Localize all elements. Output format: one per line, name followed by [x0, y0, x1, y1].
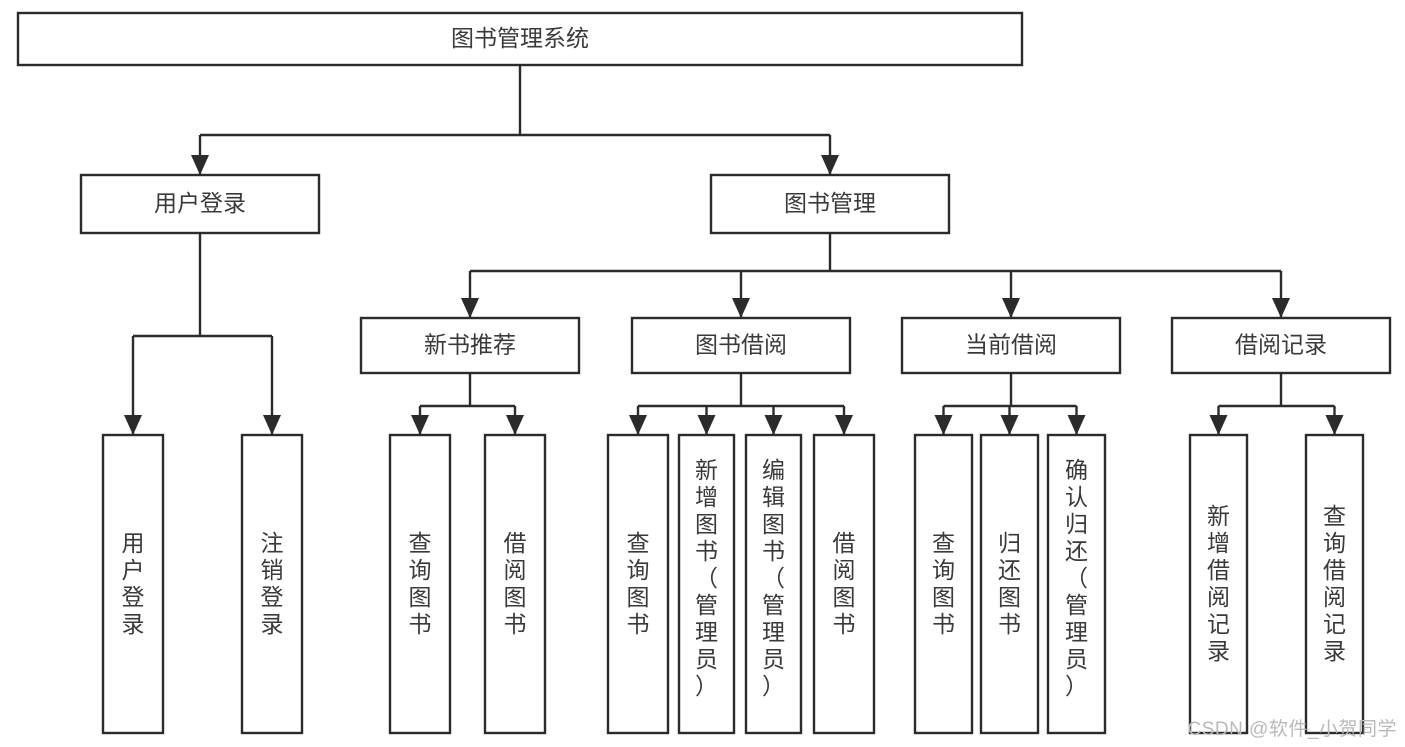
node-leaf-borrow-book-a[interactable]: 借阅图书	[483, 433, 547, 735]
node-box-leaf-query-book-a	[388, 433, 452, 735]
node-box-leaf-edit-book	[744, 433, 803, 735]
node-label-leaf-add-record: 新增借阅记录	[1207, 503, 1230, 664]
node-leaf-query-book-a[interactable]: 查询图书	[388, 433, 452, 735]
node-book-borrow[interactable]: 图书借阅	[630, 316, 852, 375]
node-box-leaf-add-book	[677, 433, 736, 735]
arrow-down-icon	[1000, 415, 1019, 435]
node-leaf-return-book[interactable]: 归还图书	[979, 433, 1040, 735]
node-leaf-add-book[interactable]: 新增图书（管理员）	[677, 433, 736, 735]
node-leaf-user-logout[interactable]: 注销登录	[240, 433, 304, 735]
arrow-down-icon	[191, 155, 209, 175]
arrow-down-icon	[1002, 298, 1020, 318]
arrow-down-icon	[124, 415, 142, 435]
arrow-down-icon	[835, 415, 853, 435]
node-label-leaf-query-record: 查询借阅记录	[1323, 503, 1346, 664]
node-label-leaf-user-logout: 注销登录	[261, 530, 284, 637]
arrow-down-icon	[263, 415, 281, 435]
node-box-current-borrow	[900, 316, 1122, 375]
connectors-layer	[124, 65, 1344, 435]
node-label-book-manage: 图书管理	[784, 190, 876, 216]
node-box-leaf-borrow-book-a	[483, 433, 547, 735]
arrow-down-icon	[461, 298, 479, 318]
node-box-leaf-confirm-return	[1046, 433, 1107, 735]
node-label-leaf-return-book: 归还图书	[998, 530, 1021, 637]
node-user-login[interactable]: 用户登录	[79, 173, 321, 235]
node-box-new-book-recommend	[359, 316, 581, 375]
node-label-leaf-borrow-book-b: 借阅图书	[833, 530, 856, 637]
node-book-manage[interactable]: 图书管理	[709, 173, 951, 235]
node-box-leaf-query-record	[1304, 433, 1365, 735]
arrow-down-icon	[1325, 415, 1344, 435]
arrow-down-icon	[1067, 415, 1086, 435]
node-label-user-login: 用户登录	[154, 190, 246, 216]
node-label-leaf-user-login: 用户登录	[122, 530, 145, 637]
node-label-root: 图书管理系统	[451, 25, 589, 51]
node-borrow-record[interactable]: 借阅记录	[1170, 316, 1392, 375]
arrow-down-icon	[629, 415, 647, 435]
arrow-down-icon	[411, 415, 429, 435]
node-box-book-borrow	[630, 316, 852, 375]
nodes-layer: 图书管理系统用户登录图书管理新书推荐图书借阅当前借阅借阅记录用户登录注销登录查询…	[16, 11, 1392, 735]
node-box-leaf-query-book-c	[913, 433, 974, 735]
arrow-down-icon	[934, 415, 953, 435]
node-label-leaf-query-book-a: 查询图书	[409, 530, 432, 637]
node-box-leaf-user-logout	[240, 433, 304, 735]
node-label-current-borrow: 当前借阅	[965, 332, 1057, 358]
node-box-root	[16, 11, 1024, 67]
node-leaf-user-login[interactable]: 用户登录	[101, 433, 165, 735]
node-leaf-query-book-b[interactable]: 查询图书	[606, 433, 670, 735]
arrow-down-icon	[732, 298, 750, 318]
node-box-leaf-query-book-b	[606, 433, 670, 735]
node-label-book-borrow: 图书借阅	[695, 332, 787, 358]
node-label-leaf-query-book-c: 查询图书	[932, 530, 955, 637]
node-label-leaf-confirm-return: 确认归还（管理员）	[1065, 457, 1088, 699]
node-label-leaf-edit-book: 编辑图书（管理员）	[762, 457, 785, 699]
node-box-leaf-user-login	[101, 433, 165, 735]
node-current-borrow[interactable]: 当前借阅	[900, 316, 1122, 375]
node-leaf-add-record[interactable]: 新增借阅记录	[1188, 433, 1249, 735]
node-box-leaf-borrow-book-b	[812, 433, 876, 735]
node-leaf-edit-book[interactable]: 编辑图书（管理员）	[744, 433, 803, 735]
node-box-leaf-return-book	[979, 433, 1040, 735]
node-root[interactable]: 图书管理系统	[16, 11, 1024, 67]
node-box-user-login	[79, 173, 321, 235]
arrow-down-icon	[821, 155, 839, 175]
node-leaf-query-record[interactable]: 查询借阅记录	[1304, 433, 1365, 735]
node-box-book-manage	[709, 173, 951, 235]
node-box-borrow-record	[1170, 316, 1392, 375]
arrow-down-icon	[697, 415, 716, 435]
node-box-leaf-add-record	[1188, 433, 1249, 735]
arrow-down-icon	[764, 415, 783, 435]
node-leaf-query-book-c[interactable]: 查询图书	[913, 433, 974, 735]
arrow-down-icon	[1272, 298, 1290, 318]
arrow-down-icon	[506, 415, 524, 435]
node-leaf-confirm-return[interactable]: 确认归还（管理员）	[1046, 433, 1107, 735]
csdn-watermark: CSDN @软件_小贺同学	[1187, 719, 1397, 740]
node-label-new-book-recommend: 新书推荐	[424, 332, 516, 358]
node-label-leaf-borrow-book-a: 借阅图书	[504, 530, 527, 637]
node-new-book-recommend[interactable]: 新书推荐	[359, 316, 581, 375]
node-label-leaf-add-book: 新增图书（管理员）	[695, 457, 718, 699]
node-label-leaf-query-book-b: 查询图书	[627, 530, 650, 637]
arrow-down-icon	[1209, 415, 1228, 435]
node-leaf-borrow-book-b[interactable]: 借阅图书	[812, 433, 876, 735]
node-label-borrow-record: 借阅记录	[1235, 332, 1327, 358]
